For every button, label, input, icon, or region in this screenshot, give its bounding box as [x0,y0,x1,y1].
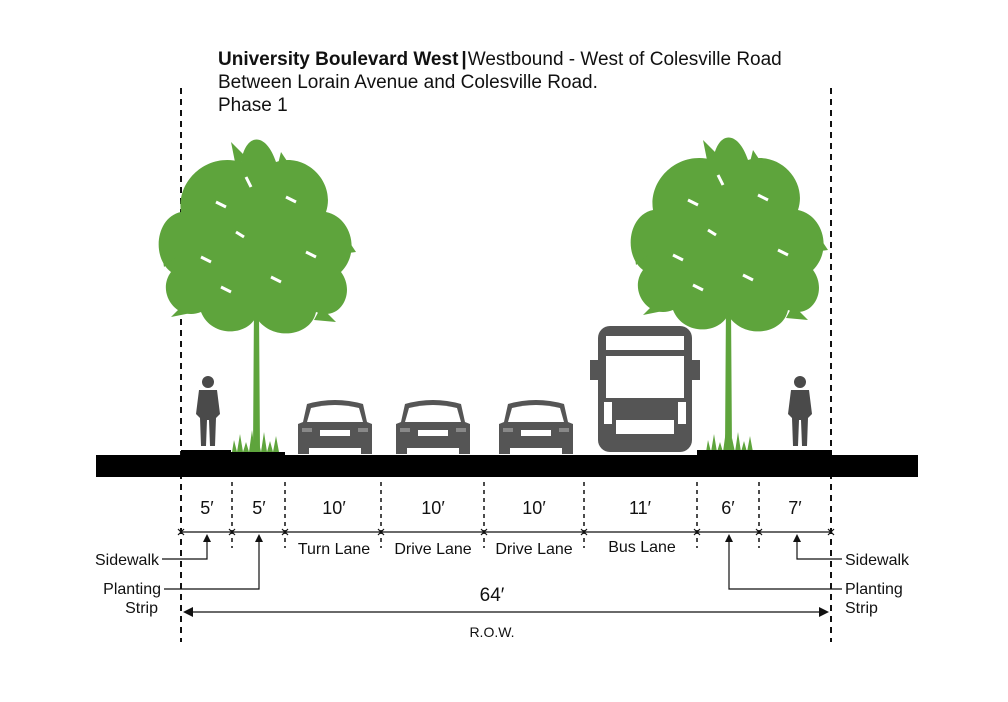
width-left-sidewalk: 5′ [200,498,214,518]
left-callout-lines [162,538,260,590]
callout-left-sidewalk: Sidewalk [95,552,160,569]
title-line-1: University Boulevard West|Westbound - We… [218,48,782,71]
bus-icon [590,326,700,452]
pedestrian-icon-right [788,376,812,446]
row-label: R.O.W. [469,624,514,640]
title-block: University Boulevard West|Westbound - We… [218,48,782,117]
row-dimension: 64′ R.O.W. [183,585,829,640]
car-icon-drive-lane-2 [499,400,573,454]
title-line-2: Between Lorain Avenue and Colesville Roa… [218,72,598,93]
width-left-planting-strip: 5′ [252,498,266,518]
segment-dimension-lines [177,528,835,536]
callout-right-sidewalk: Sidewalk [845,552,910,569]
width-drive-lane-2: 10′ [522,498,546,518]
left-callouts: Sidewalk Planting Strip [95,552,161,617]
label-turn-lane: Turn Lane [298,541,370,558]
width-turn-lane: 10′ [322,498,346,518]
width-drive-lane-1: 10′ [421,498,445,518]
right-callout-lines [728,538,842,590]
title-line-3: Phase 1 [218,95,288,116]
right-callout-arrows [725,534,801,542]
callout-right-planting: Planting [845,581,903,598]
left-callout-arrows [203,534,263,542]
callout-left-planting: Planting [103,581,161,598]
callout-right-strip: Strip [845,600,878,617]
label-drive-lane-1: Drive Lane [394,541,471,558]
label-drive-lane-2: Drive Lane [495,541,572,558]
width-right-sidewalk: 7′ [788,498,802,518]
segment-dividers [231,482,760,548]
title-separator: | [461,49,467,70]
right-callouts: Sidewalk Planting Strip [845,552,910,617]
pedestrian-icon-left [196,376,220,446]
segment-widths: 5′ 5′ 10′ 10′ 10′ 11′ 6′ 7′ [200,498,802,518]
direction-text: Westbound - West of Colesville Road [467,49,782,70]
label-bus-lane: Bus Lane [608,539,676,556]
row-total-width: 64′ [480,585,505,606]
width-bus-lane: 11′ [629,498,652,518]
lane-labels: Turn Lane Drive Lane Drive Lane Bus Lane [298,539,676,558]
width-right-planting-strip: 6′ [721,498,735,518]
car-icon-turn-lane [298,400,372,454]
street-name: University Boulevard West [218,49,459,70]
road-surface [96,450,918,477]
callout-left-strip: Strip [125,600,158,617]
car-icon-drive-lane-1 [396,400,470,454]
